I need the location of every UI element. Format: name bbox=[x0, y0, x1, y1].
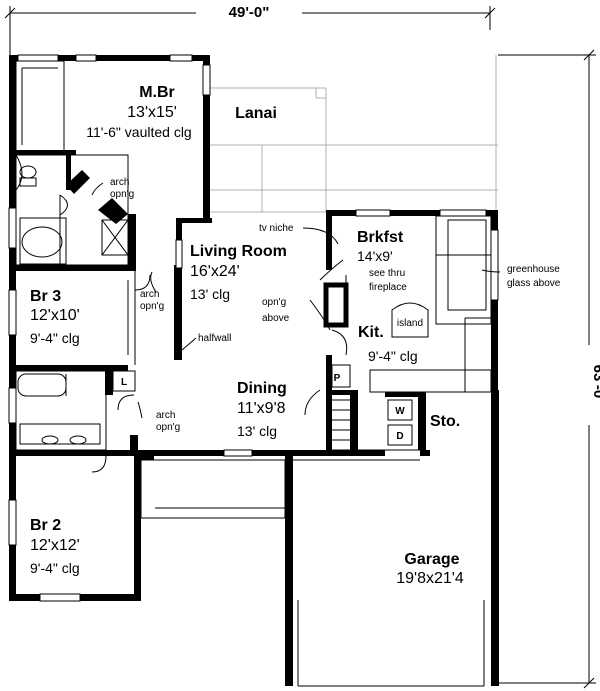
overall-depth-label: 63'-0" bbox=[590, 365, 600, 406]
arch-br2-line1: arch bbox=[156, 410, 175, 421]
opng-line2: above bbox=[262, 313, 290, 324]
halfwall-leader bbox=[181, 337, 197, 351]
linen-label: L bbox=[121, 377, 127, 388]
lanai-name: Lanai bbox=[235, 105, 277, 122]
annotations: arch opn'g tv niche see thru fireplace o… bbox=[110, 177, 561, 442]
master-size: 13'x15' bbox=[127, 104, 177, 121]
br3-size: 12'x10' bbox=[30, 307, 80, 324]
see-thru-line1: see thru bbox=[369, 268, 405, 279]
arch-br3-line1: arch bbox=[140, 289, 159, 300]
dryer-label: D bbox=[396, 431, 403, 442]
kitchen-ceiling: 9'-4" clg bbox=[368, 348, 418, 364]
arch-master-line1: arch bbox=[110, 177, 129, 188]
halfwall-note: halfwall bbox=[198, 333, 231, 344]
breakfast-size: 14'x9' bbox=[357, 248, 393, 264]
garage-size: 19'8x21'4 bbox=[396, 570, 464, 587]
right-dimension-mask bbox=[579, 345, 599, 425]
garage-name: Garage bbox=[404, 551, 459, 568]
arch-master-line2: opn'g bbox=[110, 189, 134, 200]
windows bbox=[8, 54, 499, 602]
greenhouse-line1: greenhouse bbox=[507, 264, 560, 275]
breakfast-name: Brkfst bbox=[357, 229, 404, 246]
greenhouse-line2: glass above bbox=[507, 278, 561, 289]
br2-ceiling: 9'-4" clg bbox=[30, 560, 80, 576]
master-ceiling: 11'-6" vaulted clg bbox=[86, 124, 191, 140]
arch-br2-line2: opn'g bbox=[156, 422, 180, 433]
door-swings bbox=[15, 154, 348, 473]
tv-niche-note: tv niche bbox=[259, 223, 294, 234]
interior-lines bbox=[15, 60, 492, 687]
br2-size: 12'x12' bbox=[30, 537, 80, 554]
master-name: M.Br bbox=[139, 84, 175, 101]
br3-ceiling: 9'-4" clg bbox=[30, 330, 80, 346]
kitchen-name: Kit. bbox=[358, 324, 384, 341]
br2-name: Br 2 bbox=[30, 517, 61, 534]
dining-size: 11'x9'8 bbox=[237, 400, 286, 417]
see-thru-line2: fireplace bbox=[369, 282, 407, 293]
br3-name: Br 3 bbox=[30, 288, 61, 305]
living-size: 16'x24' bbox=[190, 263, 240, 280]
room-labels: M.Br 13'x15' 11'-6" vaulted clg Lanai Li… bbox=[30, 84, 464, 587]
storage-name: Sto. bbox=[430, 413, 460, 430]
lanai-outline bbox=[208, 55, 498, 213]
overall-width-label: 49'-0" bbox=[229, 4, 270, 21]
living-name: Living Room bbox=[190, 243, 287, 260]
island-label: island bbox=[397, 318, 423, 329]
arch-br3-line2: opn'g bbox=[140, 301, 164, 312]
dining-ceiling: 13' clg bbox=[237, 423, 277, 439]
leader-lines bbox=[91, 182, 501, 419]
living-ceiling: 13' clg bbox=[190, 286, 230, 302]
opng-line1: opn'g bbox=[262, 297, 286, 308]
dining-name: Dining bbox=[237, 380, 287, 397]
washer-label: W bbox=[395, 406, 405, 417]
top-dimension-mask bbox=[196, 2, 302, 22]
pantry-label: P bbox=[334, 373, 341, 384]
